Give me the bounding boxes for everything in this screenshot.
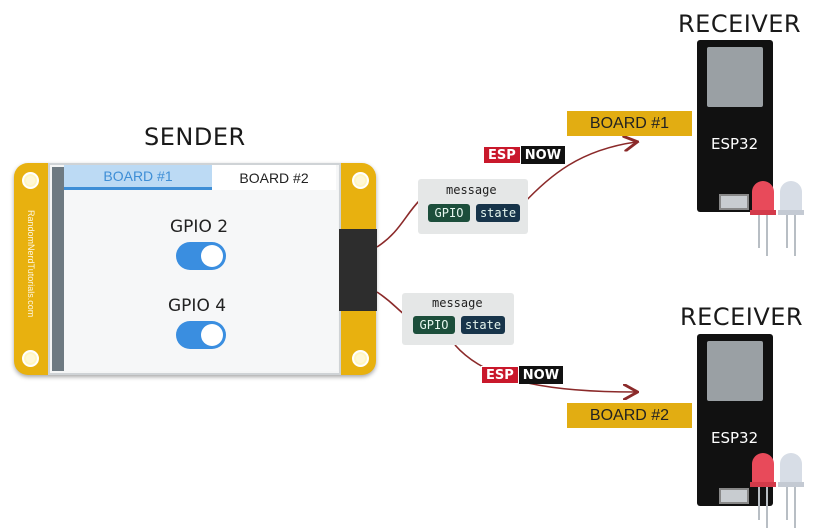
toggle-knob	[201, 324, 223, 346]
gpio-field-chip: GPIO	[413, 316, 455, 334]
esp-text: ESP	[481, 366, 519, 384]
now-text: NOW	[520, 146, 566, 164]
tab-board-1[interactable]: BOARD #1	[64, 165, 212, 190]
tab-board-2[interactable]: BOARD #2	[212, 165, 336, 190]
esp-now-badge-1: ESP NOW	[483, 146, 566, 164]
board-1-label: BOARD #1	[567, 111, 692, 136]
board-2-label: BOARD #2	[567, 403, 692, 428]
mount-hole	[352, 172, 369, 189]
gpio-field-chip: GPIO	[428, 204, 470, 222]
esp32-module	[707, 47, 763, 107]
usb-port	[719, 488, 749, 504]
now-text: NOW	[518, 366, 564, 384]
clear-led-icon	[780, 453, 802, 484]
led-pair-1	[750, 181, 804, 256]
usb-port	[719, 194, 749, 210]
gpio-2-toggle[interactable]	[176, 242, 226, 270]
receiver-1-title: RECEIVER	[678, 10, 802, 38]
toggle-knob	[201, 245, 223, 267]
led-pair-2	[750, 453, 804, 528]
red-led-icon	[752, 181, 774, 212]
state-field-chip: state	[476, 204, 520, 222]
mount-hole	[22, 172, 39, 189]
esp-now-badge-2: ESP NOW	[481, 366, 564, 384]
tft-edge-stripe	[52, 167, 64, 371]
esp32-label: ESP32	[711, 135, 759, 153]
esp32-module	[707, 341, 763, 401]
esp32-label: ESP32	[711, 429, 759, 447]
arrow-to-board-2	[376, 291, 406, 316]
esp32-board-2: ESP32	[697, 334, 773, 506]
mount-hole	[22, 350, 39, 367]
gpio-4-toggle[interactable]	[176, 321, 226, 349]
message-title: message	[446, 183, 497, 197]
gpio-2-label: GPIO 2	[170, 217, 229, 237]
arrow-to-board-1-b	[521, 142, 636, 206]
state-field-chip: state	[461, 316, 505, 334]
tft-connector	[339, 229, 377, 311]
message-title: message	[432, 296, 483, 310]
red-led-icon	[752, 453, 774, 484]
website-watermark: RandomNerdTutorials.com	[26, 210, 36, 318]
clear-led-icon	[780, 181, 802, 212]
receiver-2-title: RECEIVER	[680, 303, 804, 331]
gpio-4-label: GPIO 4	[168, 296, 227, 316]
sender-title: SENDER	[144, 123, 246, 151]
arrow-to-board-1	[376, 199, 421, 248]
esp-text: ESP	[483, 146, 521, 164]
mount-hole	[352, 350, 369, 367]
